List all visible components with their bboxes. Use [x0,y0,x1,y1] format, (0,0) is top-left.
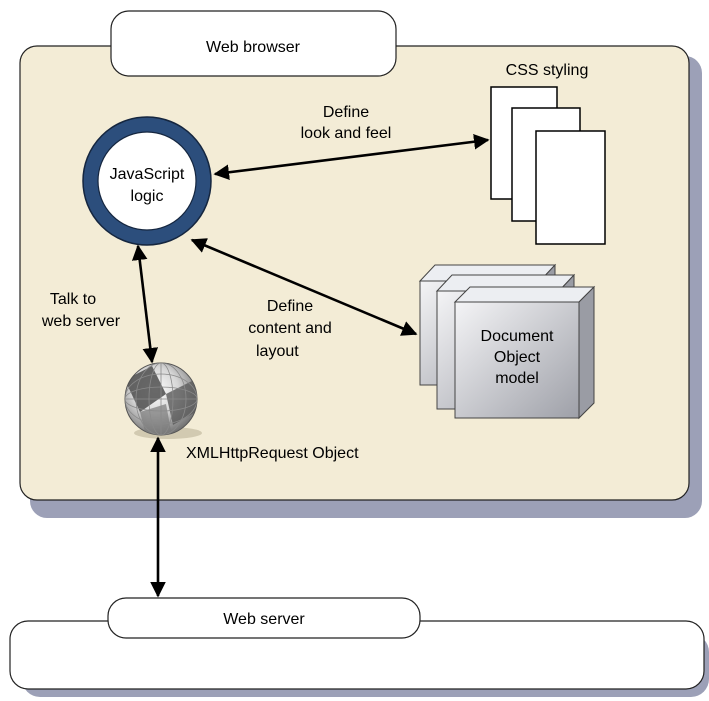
globe-dark-panels [125,366,197,435]
web-server-panel: Web server [9,597,709,697]
js-label-line1: JavaScript [110,166,185,183]
talk-label-line2: web server [41,313,121,330]
dom-label-line2: Object [494,349,541,366]
css-label: CSS styling [506,62,589,79]
javascript-logic-node: JavaScript logic [82,116,212,246]
web-browser-panel: Web browser [19,10,702,518]
arrow-js-css [213,133,490,181]
server-title-tab [107,597,421,639]
look-feel-label-line2: look and feel [301,125,392,142]
server-title: Web server [223,611,305,628]
css-styling-pages: CSS styling [490,62,606,245]
css-page-front [535,130,606,245]
xmlhttprequest-globe: XMLHttpRequest Object [124,362,359,462]
talk-label-line1: Talk to [50,291,96,308]
js-inner-circle [97,131,197,231]
browser-title: Web browser [206,39,301,56]
arrows [131,133,490,598]
content-layout-label-line2: content and [248,320,332,337]
content-layout-label-line1: Define [267,298,313,315]
look-feel-label-line1: Define [323,104,369,121]
xhr-label: XMLHttpRequest Object [186,445,359,462]
document-object-model-stack: Document Object model [418,263,596,420]
globe-grid-lines [125,363,197,435]
arrow-labels: Define look and feel Define content and … [41,104,391,360]
js-label-line2: logic [131,188,164,205]
arrow-js-dom [190,238,418,336]
arrow-js-xhr [131,244,159,364]
dom-cube-front [453,285,596,420]
dom-label-line1: Document [481,328,554,345]
dom-label-line3: model [495,370,539,387]
browser-title-tab [110,10,397,77]
content-layout-label-line3: layout [256,343,299,360]
